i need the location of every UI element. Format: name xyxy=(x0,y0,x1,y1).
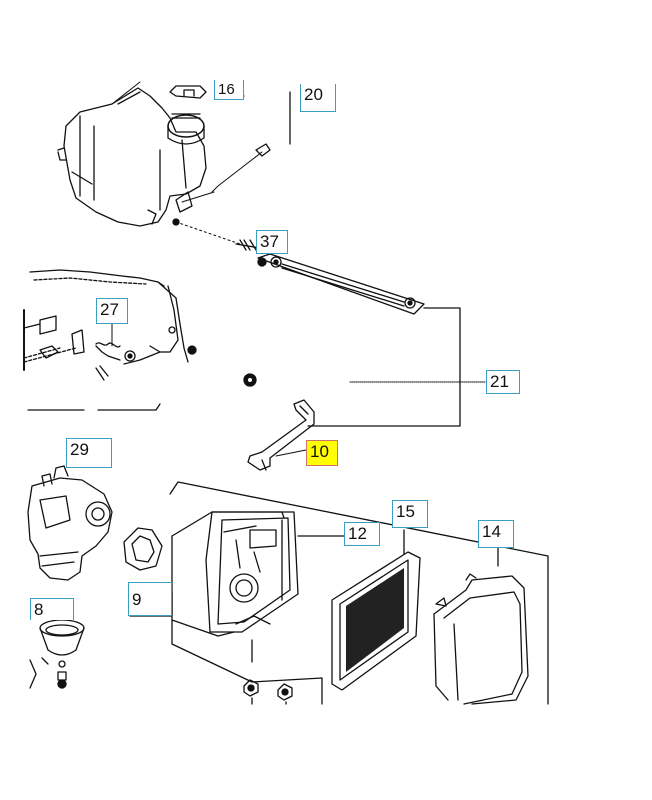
base-bolts xyxy=(243,679,293,705)
callout-15[interactable]: 15 xyxy=(392,500,428,528)
callout-9[interactable]: 9 xyxy=(128,582,172,616)
callout-14[interactable]: 14 xyxy=(478,520,514,548)
bolt-37 xyxy=(172,218,261,251)
callout-27[interactable]: 27 xyxy=(96,298,128,324)
callout-21[interactable]: 21 xyxy=(486,370,520,394)
throttle-linkage xyxy=(23,269,197,411)
air-filter-cover-14 xyxy=(433,547,529,705)
leader-21 xyxy=(307,307,461,427)
callout-8[interactable]: 8 xyxy=(30,598,74,620)
filter-element-fill xyxy=(346,568,404,672)
callout-37[interactable]: 37 xyxy=(256,230,288,254)
callout-12[interactable]: 12 xyxy=(344,522,380,546)
callout-16[interactable]: 16 xyxy=(214,80,244,100)
tank-screw xyxy=(181,143,271,203)
drain-screw xyxy=(29,657,67,689)
fuel-tank xyxy=(57,81,207,227)
air-filter-base-12 xyxy=(169,481,549,705)
filter-element-15 xyxy=(331,529,421,691)
crank-rod-10 xyxy=(247,399,315,471)
nut xyxy=(243,373,257,387)
callout-10[interactable]: 10 xyxy=(306,440,338,466)
callout-29[interactable]: 29 xyxy=(66,438,112,468)
carburetor xyxy=(27,465,113,581)
bracket-strap xyxy=(257,253,425,315)
callout-20[interactable]: 20 xyxy=(300,84,336,112)
